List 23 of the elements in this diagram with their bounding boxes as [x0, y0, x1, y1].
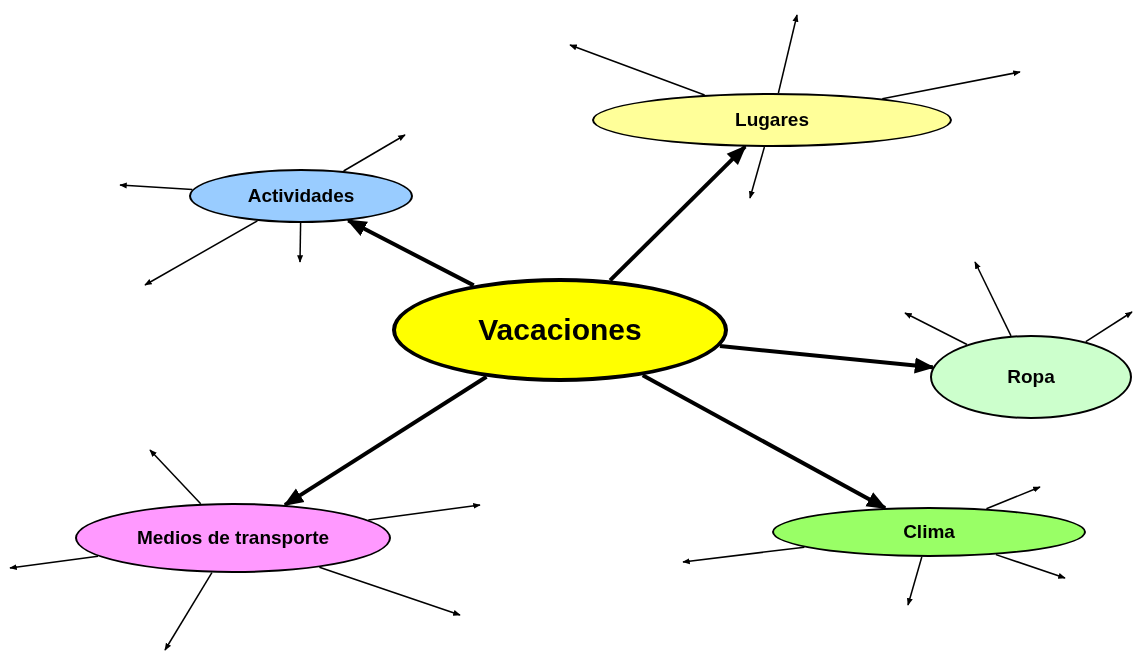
arrow	[904, 312, 968, 346]
node-label: Actividades	[247, 185, 355, 207]
arrow	[297, 222, 304, 263]
arrow	[164, 571, 213, 651]
arrow	[1085, 311, 1133, 343]
arrow	[985, 486, 1041, 510]
node-label: Medios de transporte	[136, 527, 330, 549]
arrow	[881, 70, 1021, 100]
arrow	[318, 566, 461, 616]
arrow	[9, 555, 99, 571]
arrow	[907, 556, 923, 606]
arrow	[342, 134, 406, 172]
arrow	[974, 261, 1012, 337]
node-label: Ropa	[1007, 366, 1055, 388]
arrow	[682, 546, 806, 565]
arrow	[641, 373, 887, 510]
node-label: Clima	[903, 521, 955, 543]
arrow	[367, 502, 481, 521]
node-label: Lugares	[735, 109, 809, 131]
arrow	[748, 146, 766, 199]
arrow	[777, 14, 799, 94]
node-label: Vacaciones	[478, 313, 642, 347]
arrow	[149, 449, 202, 505]
